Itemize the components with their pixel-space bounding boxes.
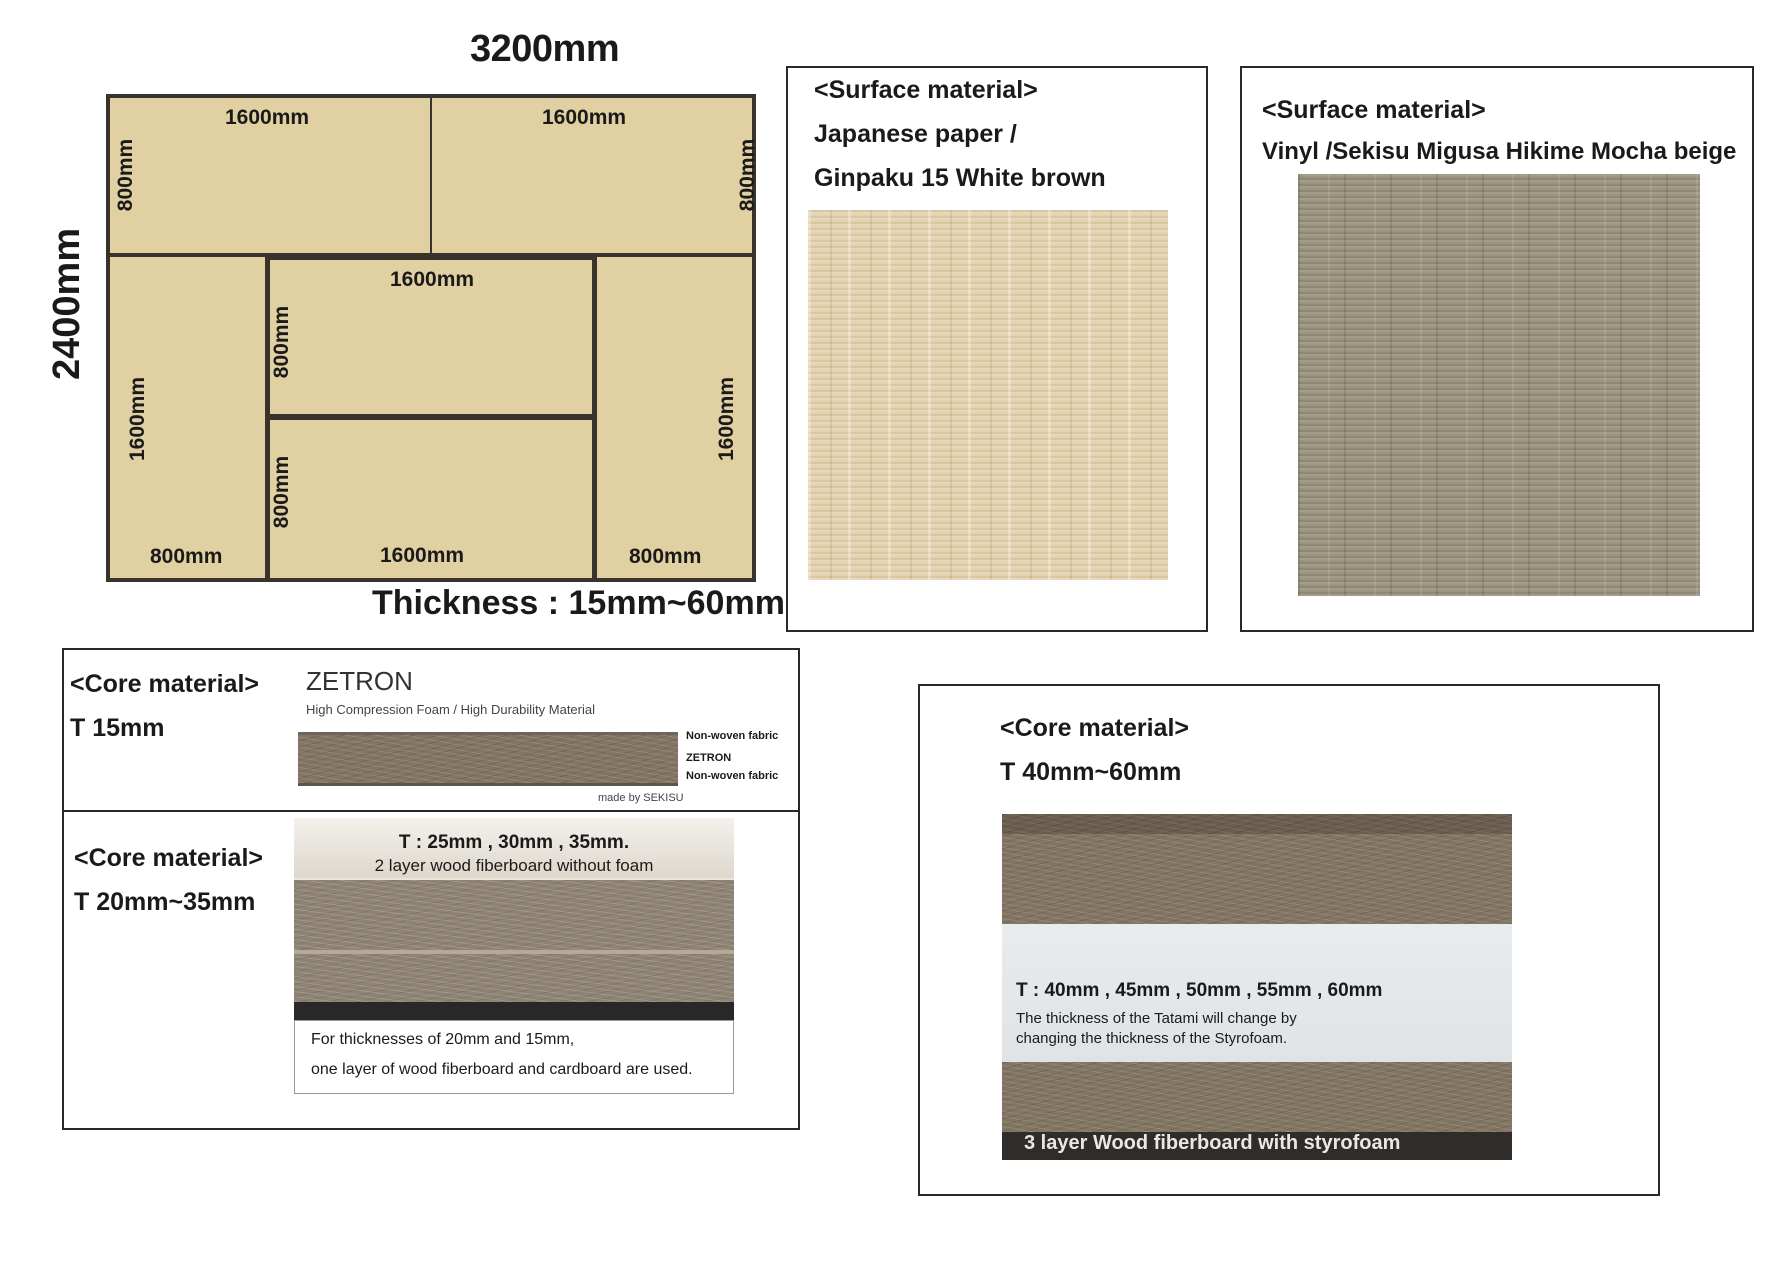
thickness-value: T 40mm~60mm [1000,758,1182,786]
section-heading: <Core material> [1000,714,1189,742]
photo-note: The thickness of the Tatami will change … [1016,1010,1297,1027]
mat-right: 1600mm 800mm [597,257,752,578]
tatami-floor-plan: 1600mm 800mm 1600mm 800mm 1600mm 800mm 1… [106,94,759,582]
mat-height-label: 1600mm [715,376,739,462]
maker-label: made by SEKISU [598,792,684,804]
mat-width-label: 1600mm [225,106,310,129]
mat-width-label: 1600mm [390,268,475,291]
thickness-value: T 15mm [70,714,165,742]
mat-width-label: 800mm [629,545,702,568]
core-material-15mm-panel: <Core material> T 15mm ZETRON High Compr… [62,648,800,814]
mat-width-label: 1600mm [542,106,627,129]
core-material-20-35mm-panel: <Core material> T 20mm~35mm T : 25mm , 3… [62,810,800,1130]
photo-subtitle: 2 layer wood fiberboard without foam [374,856,654,875]
section-heading: <Core material> [70,670,259,698]
fiberboard-2-layer-photo: T : 25mm , 30mm , 35mm. 2 layer wood fib… [294,818,734,1020]
section-heading: <Surface material> [814,76,1038,104]
vinyl-texture-swatch [1298,174,1700,596]
note-line: For thicknesses of 20mm and 15mm, [311,1031,575,1048]
material-name: Vinyl /Sekisu Migusa Hikime Mocha beige [1262,138,1737,165]
material-product: Ginpaku 15 White brown [814,164,1106,192]
thickness-label: Thickness : 15mm~60mm [372,584,785,622]
mat-top-right: 1600mm 800mm [432,98,759,253]
photo-note: changing the thickness of the Styrofoam. [1016,1030,1287,1047]
photo-title: T : 25mm , 30mm , 35mm. [398,832,630,853]
photo-caption: 3 layer Wood fiberboard with styrofoam [1024,1132,1401,1154]
section-heading: <Surface material> [1262,96,1486,124]
photo-title: T : 40mm , 45mm , 50mm , 55mm , 60mm [1016,980,1383,1001]
mat-height-label: 800mm [270,305,294,379]
paper-texture-swatch [808,210,1168,580]
plan-width-label: 3200mm [470,28,620,70]
mat-height-label: 800mm [270,455,294,529]
mat-height-label: 800mm [736,138,760,212]
layer-label: Non-woven fabric [686,770,779,782]
mat-left: 1600mm 800mm [110,257,265,578]
mat-width-label: 800mm [150,545,223,568]
mat-height-label: 1600mm [126,376,150,462]
layer-label: Non-woven fabric [686,730,779,742]
mat-height-label: 800mm [114,138,138,212]
section-heading: <Core material> [74,844,263,872]
zetron-brand: ZETRON [306,666,413,696]
fiberboard-styrofoam-photo: T : 40mm , 45mm , 50mm , 55mm , 60mm The… [1002,814,1512,1160]
mat-top-left: 1600mm 800mm [110,98,430,253]
surface-material-vinyl-panel: <Surface material> Vinyl /Sekisu Migusa … [1240,66,1754,632]
zetron-sample-image [298,732,678,786]
zetron-subtitle: High Compression Foam / High Durability … [306,702,595,717]
note-line: one layer of wood fiberboard and cardboa… [311,1061,693,1078]
note-box: For thicknesses of 20mm and 15mm, one la… [294,1020,734,1094]
mat-center-bottom: 800mm 1600mm [270,420,592,578]
plan-height-label: 2400mm [46,227,88,380]
mat-center-top: 1600mm 800mm [270,260,592,414]
surface-material-paper-panel: <Surface material> Japanese paper / Ginp… [786,66,1208,632]
layer-label: ZETRON [686,752,732,764]
material-name: Japanese paper / [814,120,1017,148]
thickness-value: T 20mm~35mm [74,888,256,916]
core-material-40-60mm-panel: <Core material> T 40mm~60mm T : 40mm , 4… [918,684,1660,1196]
mat-width-label: 1600mm [380,544,465,567]
